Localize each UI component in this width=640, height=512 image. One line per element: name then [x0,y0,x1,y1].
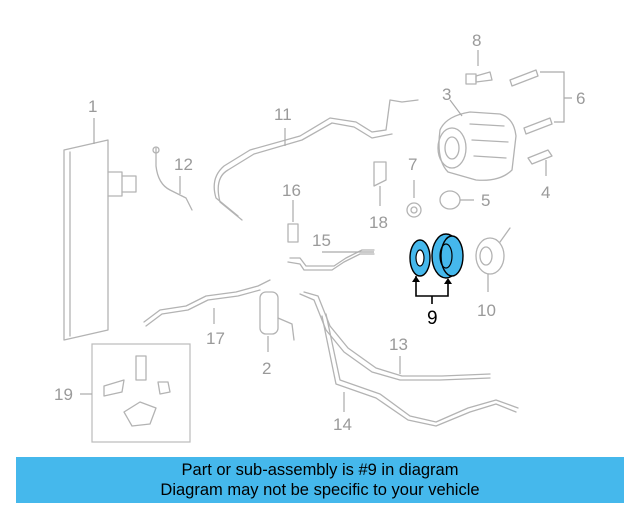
part-15-line [287,249,375,271]
callout-11: 11 [274,105,292,124]
callout-14: 14 [333,415,352,434]
callout-12: 12 [174,155,193,174]
callout-3: 3 [442,85,451,104]
part-7-nut [406,180,422,218]
callout-17: 17 [206,329,225,348]
banner-line-1: Part or sub-assembly is #9 in diagram [181,461,459,479]
callout-5: 5 [481,191,490,210]
part-6-studs [509,69,572,135]
callout-4: 4 [541,183,550,202]
part-19-kit-box [80,343,191,443]
part-5-washer [439,190,474,210]
callout-7: 7 [408,155,417,174]
callout-10: 10 [477,301,496,320]
callout-8: 8 [472,31,481,50]
part-18-bracket [373,161,387,206]
part-13-14-lines [299,291,519,427]
part-9-clutch-assembly [409,233,464,304]
part-12-hose [152,146,193,211]
callout-18: 18 [369,213,388,232]
callout-1: 1 [88,97,97,116]
part-8-bolt [465,50,493,85]
part-17-hose [143,279,271,327]
part-info-banner: Part or sub-assembly is #9 in diagram Di… [16,457,624,503]
part-3-compressor [437,99,517,181]
callout-19: 19 [54,385,73,404]
part-11-discharge-line [213,99,419,221]
part-4-fitting [527,149,553,176]
callout-6: 6 [576,89,585,108]
part-10-coil [475,227,511,292]
callout-16: 16 [282,181,301,200]
callout-9: 9 [427,308,438,329]
part-2-drier [259,291,295,352]
part-1-condenser [63,118,137,341]
callout-15: 15 [312,231,331,250]
banner-line-2: Diagram may not be specific to your vehi… [160,481,480,499]
callout-2: 2 [262,359,271,378]
callout-13: 13 [389,335,408,354]
part-16-valve [287,200,299,243]
